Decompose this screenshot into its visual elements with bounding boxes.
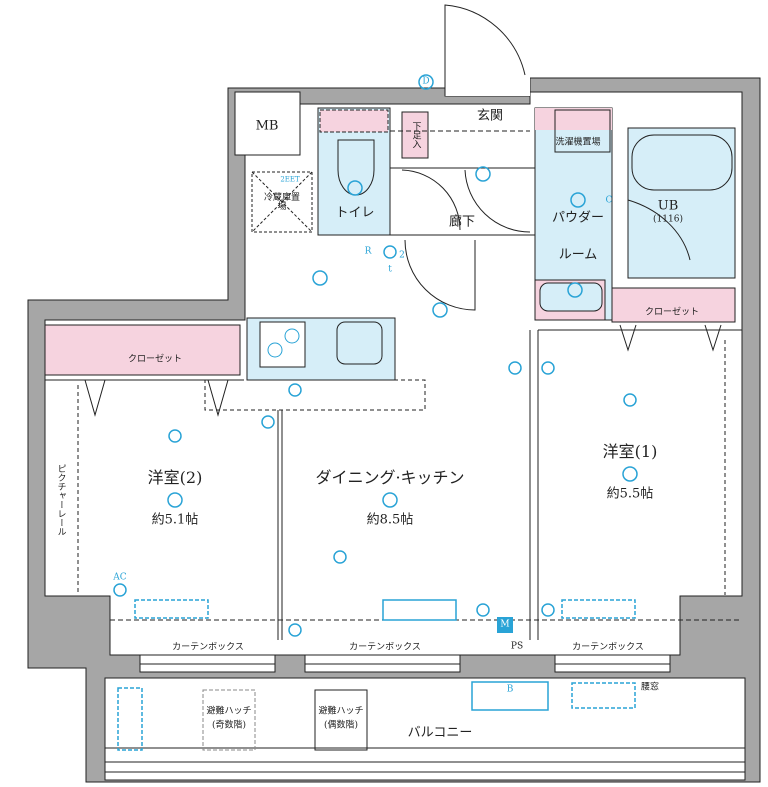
ub-size-label: (1116): [653, 214, 683, 225]
room2-label: 洋室(2): [147, 468, 203, 487]
washer-label: 洗濯機置場: [555, 137, 601, 148]
unit-bath: [627, 127, 736, 279]
hatch-even-label-1: 避難ハッチ: [318, 706, 364, 717]
bathtub-icon: [631, 134, 733, 191]
shoe-box-label: 下足入: [410, 121, 421, 149]
closet-right-label: クローゼット: [644, 307, 700, 318]
m-symbol: M: [500, 619, 510, 630]
hatch-odd-label-2: (奇数階): [211, 720, 247, 731]
room2-size: 約5.1帖: [151, 512, 199, 528]
ac-symbol: AC: [113, 572, 127, 583]
entrance-door-swing-icon: [444, 4, 526, 96]
eet-symbol: 2EET: [280, 175, 300, 184]
t-symbol: t: [388, 264, 392, 275]
hatch-even-label-2: (偶数階): [323, 720, 359, 731]
windows: [139, 654, 671, 673]
toilet-label: トイレ: [335, 205, 375, 221]
ub-label: UB: [657, 198, 679, 214]
curtain-box-1: カーテンボックス: [172, 642, 244, 653]
hatch-odd-label-1: 避難ハッチ: [206, 706, 252, 717]
c-symbol: C: [605, 195, 613, 206]
fridge-label: 冷蔵庫置場: [263, 193, 300, 212]
mb-box: [234, 91, 301, 156]
d-symbol: D: [422, 76, 430, 87]
closet-left-label: クローゼット: [127, 354, 183, 365]
powder-label-1: パウダー: [551, 210, 605, 226]
dining-label: ダイニング·キッチン: [315, 468, 465, 487]
waist-window-label: 腰窓: [640, 682, 660, 693]
ceiling-light-icons: [113, 74, 638, 751]
room1-size: 約5.5帖: [606, 486, 654, 502]
r-symbol: R: [364, 246, 372, 257]
balcony: [104, 677, 746, 781]
room1-label: 洋室(1): [602, 442, 658, 461]
ps-label: PS: [510, 641, 524, 652]
curtain-box-3: カーテンボックス: [572, 642, 644, 653]
b-symbol: B: [506, 684, 514, 695]
sink-icon: [539, 282, 603, 312]
entrance-label: 玄関: [476, 108, 504, 124]
curtain-box-2: カーテンボックス: [349, 642, 421, 653]
outlet-count: 2: [399, 250, 405, 261]
balcony-label: バルコニー: [407, 725, 473, 741]
hallway-label: 廊下: [448, 214, 476, 230]
dining-size: 約8.5帖: [366, 512, 414, 528]
mb-label: MB: [255, 118, 279, 134]
powder-label-2: ルーム: [558, 247, 598, 263]
stove-icon: [259, 321, 306, 368]
picture-rail-label: ピクチャーレール: [55, 464, 66, 536]
